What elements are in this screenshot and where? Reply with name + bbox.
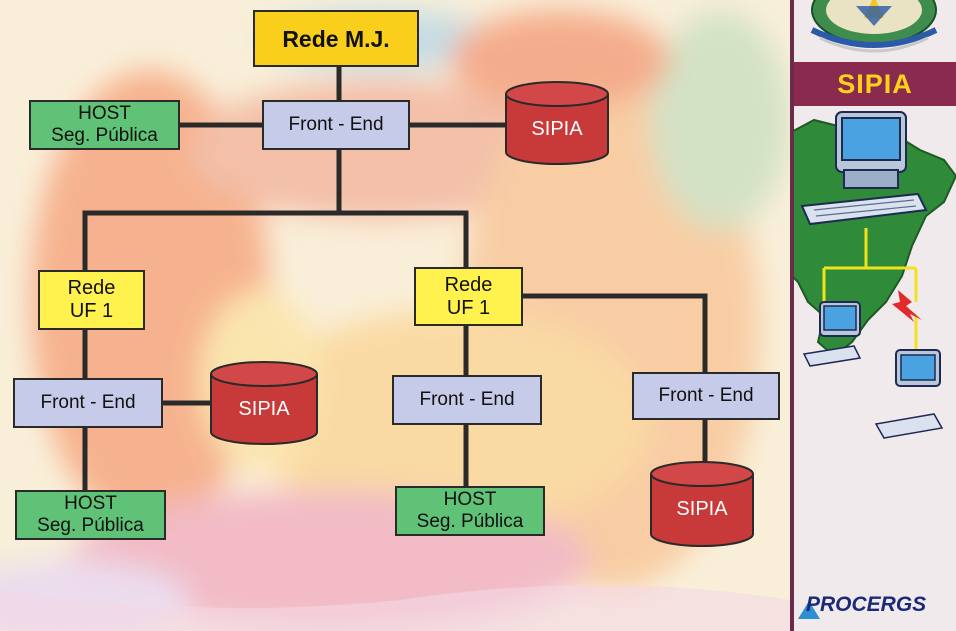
host-label-line1: HOST xyxy=(443,489,497,510)
rede-uf-label-line1: Rede xyxy=(444,273,493,296)
rede-uf-node-right: Rede UF 1 xyxy=(414,267,523,326)
database-cylinder-icon xyxy=(210,361,318,445)
sipia-database-right: SIPIA xyxy=(648,460,756,548)
host-label-line1: HOST xyxy=(64,493,117,514)
front-end-label: Front - End xyxy=(658,385,754,406)
rede-mj-label: Rede M.J. xyxy=(282,25,390,52)
front-end-node-top: Front - End xyxy=(262,100,410,150)
brazil-network-illustration xyxy=(794,111,956,439)
sipia-label: SIPIA xyxy=(676,498,728,520)
host-label-line2: Seg. Pública xyxy=(37,515,144,536)
computer-terminal-icon xyxy=(874,349,944,439)
connector-lines xyxy=(82,64,708,493)
rede-uf-node-left: Rede UF 1 xyxy=(38,270,145,330)
sidebar-title: SIPIA xyxy=(837,68,913,99)
sidebar-panel: SIPIA xyxy=(790,0,956,631)
coat-of-arms-emblem xyxy=(810,0,938,53)
computer-terminal-icon xyxy=(800,111,928,226)
front-end-label: Front - End xyxy=(419,389,515,410)
procergs-logo: PROCERGS xyxy=(798,593,956,619)
brazil-map-icon xyxy=(794,118,956,358)
rede-mj-node: Rede M.J. xyxy=(253,10,419,67)
sipia-database-top: SIPIA xyxy=(503,80,611,166)
host-label-line1: HOST xyxy=(78,103,131,124)
front-end-label: Front - End xyxy=(40,392,136,413)
host-label-line2: Seg. Pública xyxy=(51,125,158,146)
host-label-line2: Seg. Pública xyxy=(416,511,524,532)
rede-uf-label-line2: UF 1 xyxy=(69,300,114,322)
rede-uf-label-line1: Rede xyxy=(67,277,116,299)
procergs-logo-text: PROCERGS xyxy=(806,593,927,616)
front-end-label: Front - End xyxy=(288,114,384,135)
host-node-top: HOST Seg. Pública xyxy=(29,100,180,150)
sipia-database-left: SIPIA xyxy=(208,360,320,446)
procergs-triangle-icon xyxy=(798,601,820,619)
front-end-node-right: Front - End xyxy=(632,372,780,420)
host-node-left: HOST Seg. Pública xyxy=(15,490,166,540)
sidebar-title-band: SIPIA xyxy=(794,62,956,106)
lightning-bolt-icon xyxy=(892,290,922,322)
host-node-middle: HOST Seg. Pública xyxy=(395,486,545,536)
front-end-node-middle: Front - End xyxy=(392,375,542,425)
sipia-label: SIPIA xyxy=(531,118,583,140)
computer-terminal-icon xyxy=(802,301,862,367)
database-cylinder-icon xyxy=(505,81,609,165)
sipia-label: SIPIA xyxy=(238,398,290,420)
link-uf-right-frontend2 xyxy=(520,293,708,375)
rede-uf-label-line2: UF 1 xyxy=(446,296,491,319)
database-cylinder-icon xyxy=(650,461,754,547)
front-end-node-left: Front - End xyxy=(13,378,163,428)
